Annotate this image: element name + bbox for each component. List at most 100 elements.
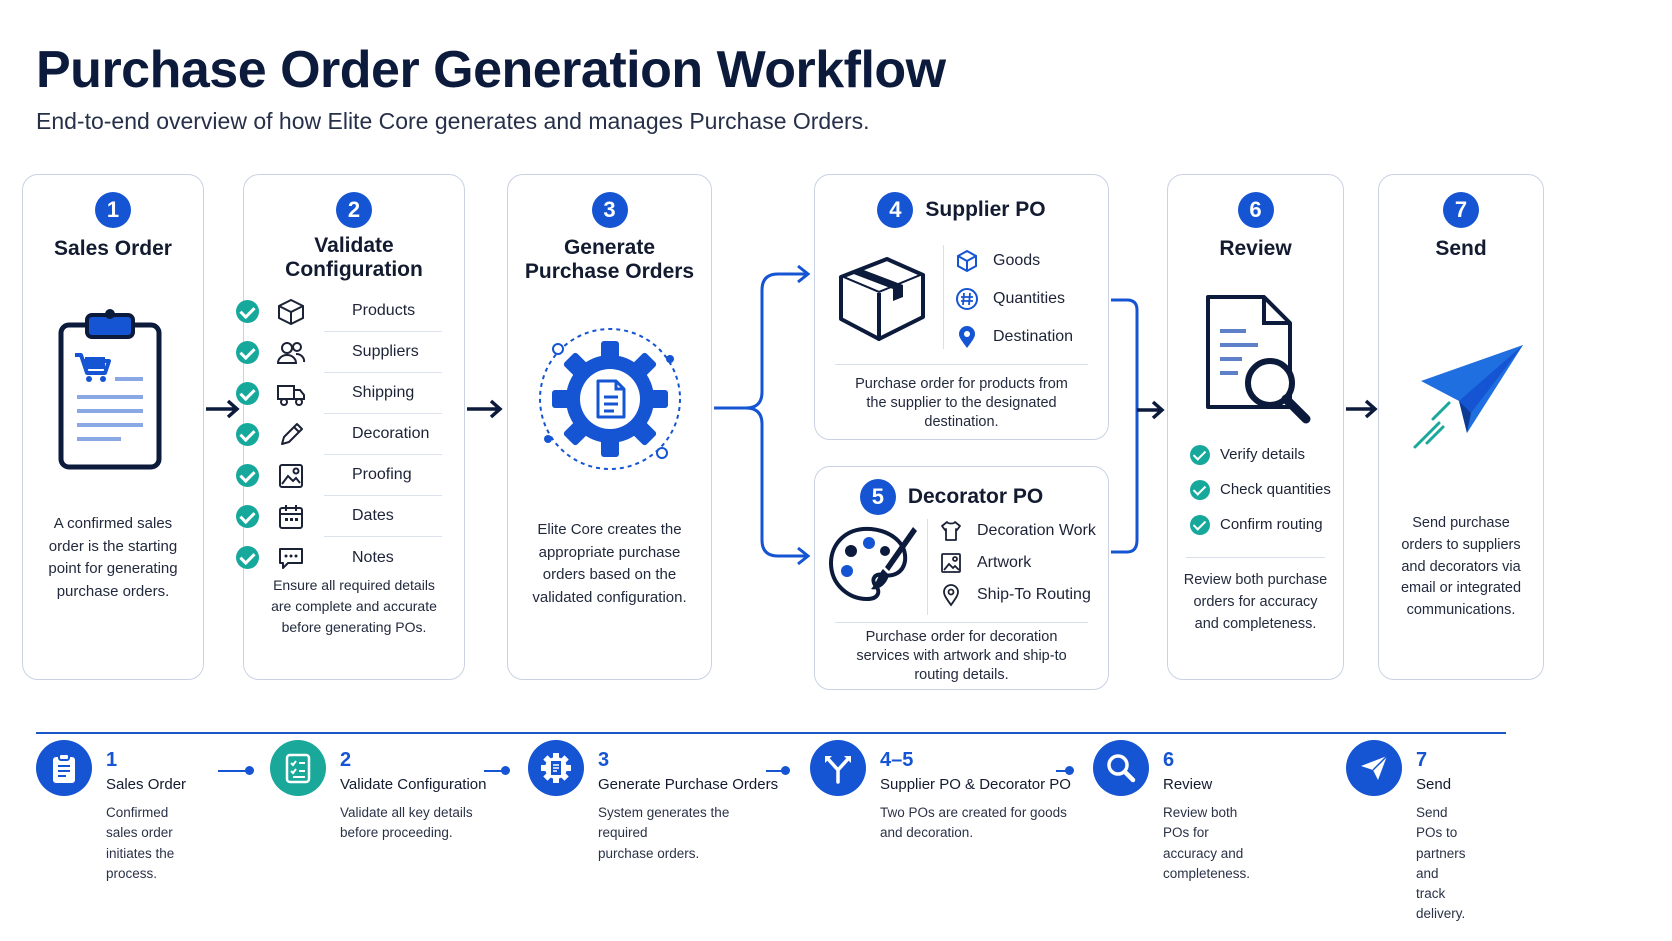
- config-item-proofing: Proofing: [236, 455, 442, 496]
- step-number-badge: 1: [95, 192, 131, 228]
- image-icon: [279, 464, 303, 488]
- config-item-dates: Dates: [236, 496, 442, 537]
- po-item-label: Ship-To Routing: [977, 586, 1091, 603]
- timeline-connector: [766, 766, 790, 775]
- page-subtitle: End-to-end overview of how Elite Core ge…: [36, 108, 870, 134]
- page-title: Purchase Order Generation Workflow: [36, 41, 946, 99]
- arrow-right-icon: [467, 399, 503, 419]
- timeline-label: Review: [1163, 776, 1213, 793]
- timeline-icon-circle: [810, 740, 866, 796]
- timeline-icon-circle: [1346, 740, 1402, 796]
- step-card-sales-order: 1 Sales Order A confirmed sales order is…: [22, 174, 204, 680]
- timeline-connector: [218, 766, 254, 775]
- paper-plane-icon: [1413, 345, 1523, 449]
- po-item-label: Destination: [993, 328, 1074, 345]
- timeline-label: Sales Order: [106, 776, 187, 793]
- supplier-po-item-goods: Goods: [955, 242, 1073, 280]
- review-check-label: Verify details: [1220, 446, 1306, 463]
- step-number-badge: 7: [1443, 192, 1479, 228]
- step-title: Supplier PO: [925, 197, 1046, 221]
- calendar-icon: [279, 505, 303, 529]
- timeline-label: Send: [1416, 776, 1452, 793]
- po-item-label: Artwork: [977, 554, 1032, 571]
- timeline-number: 4–5: [880, 749, 914, 771]
- users-icon: [276, 342, 306, 364]
- gear-document-icon: [539, 328, 681, 470]
- cube-icon: [278, 298, 304, 326]
- step-number-badge: 4: [877, 192, 914, 228]
- config-item-label: Proofing: [352, 466, 412, 483]
- step-title: Sales Order: [54, 237, 172, 260]
- check-icon: [1190, 444, 1210, 465]
- config-item-suppliers: Suppliers: [236, 332, 442, 373]
- timeline-number: 2: [340, 749, 352, 771]
- config-item-label: Products: [352, 302, 416, 319]
- timeline-number: 7: [1416, 749, 1428, 771]
- step-card-generate-purchase-orders: 3 Generate Purchase Orders Elite Core cr…: [507, 174, 712, 680]
- paper-plane-icon: [1361, 755, 1388, 780]
- review-check-routing: Confirm routing: [1190, 507, 1331, 542]
- step-description: Send purchase orders to suppliers and de…: [1400, 515, 1522, 618]
- po-item-label: Quantities: [993, 290, 1066, 307]
- check-icon: [236, 423, 259, 446]
- decorator-po-item-ship-to-routing: Ship-To Routing: [939, 579, 1096, 611]
- image-icon: [941, 553, 961, 573]
- config-item-decoration: Decoration: [236, 414, 442, 455]
- config-item-label: Shipping: [352, 384, 415, 401]
- shirt-icon: [941, 521, 961, 541]
- pencil-icon: [281, 423, 303, 445]
- timeline-number: 1: [106, 749, 118, 771]
- check-icon: [236, 300, 259, 323]
- clipboard-icon: [53, 753, 75, 783]
- timeline-rule: [36, 732, 1506, 734]
- palette-icon: [828, 526, 917, 602]
- check-icon: [236, 382, 259, 405]
- review-check-label: Confirm routing: [1220, 516, 1323, 533]
- timeline-connector: [1056, 766, 1074, 775]
- timeline-description: Two POs are created for goods and decora…: [880, 805, 1067, 841]
- review-check-verify: Verify details: [1190, 437, 1331, 472]
- checklist-icon: [285, 753, 311, 784]
- step-description: A confirmed sales order is the starting …: [48, 515, 178, 600]
- step-number-badge: 2: [336, 192, 372, 228]
- timeline-description: Confirmed sales order initiates the proc…: [106, 805, 175, 881]
- config-item-notes: Notes: [236, 537, 442, 578]
- config-item-label: Dates: [352, 507, 394, 524]
- location-pin-icon: [959, 326, 975, 348]
- box-icon: [839, 257, 925, 341]
- timeline-icon-circle: [270, 740, 326, 796]
- step-card-review: 6 Review Verify details Check quantities…: [1167, 174, 1344, 680]
- timeline-description: System generates the required purchase o…: [598, 805, 730, 861]
- arrow-right-icon: [1346, 399, 1378, 419]
- check-icon: [1190, 479, 1210, 500]
- step-title: Generate Purchase Orders: [524, 236, 695, 284]
- step-card-validate-configuration: 2 Validate Configuration Products Suppli…: [236, 174, 465, 680]
- check-icon: [236, 546, 259, 569]
- step-card-supplier-po: 4 Supplier PO Goods Quantities Destinati…: [814, 174, 1109, 440]
- check-icon: [236, 341, 259, 364]
- timeline-connector: [484, 766, 510, 775]
- gear-document-icon: [541, 753, 571, 783]
- cube-icon: [957, 249, 977, 273]
- step-description: Purchase order for products from the sup…: [855, 376, 1068, 430]
- timeline-number: 3: [598, 749, 610, 771]
- decorator-po-item-decoration-work: Decoration Work: [939, 515, 1096, 547]
- branch-connector: [714, 264, 811, 566]
- check-icon: [1190, 514, 1210, 535]
- location-pin-icon: [943, 584, 959, 607]
- config-item-label: Notes: [352, 548, 394, 566]
- check-icon: [236, 464, 259, 487]
- clipboard-cart-icon: [58, 309, 162, 470]
- timeline-label: Validate Configuration: [340, 776, 487, 793]
- po-item-label: Decoration Work: [977, 522, 1096, 539]
- supplier-po-item-quantities: Quantities: [955, 280, 1073, 318]
- step-title: Send: [1435, 237, 1487, 260]
- po-item-label: Goods: [993, 252, 1041, 269]
- step-description: Review both purchase orders for accuracy…: [1183, 572, 1328, 632]
- split-arrow-icon: [825, 756, 851, 784]
- chat-icon: [279, 548, 303, 569]
- review-check-quantities: Check quantities: [1190, 472, 1331, 507]
- config-item-label: Suppliers: [352, 343, 419, 360]
- supplier-po-item-destination: Destination: [955, 318, 1073, 356]
- timeline-icon-circle: [36, 740, 92, 796]
